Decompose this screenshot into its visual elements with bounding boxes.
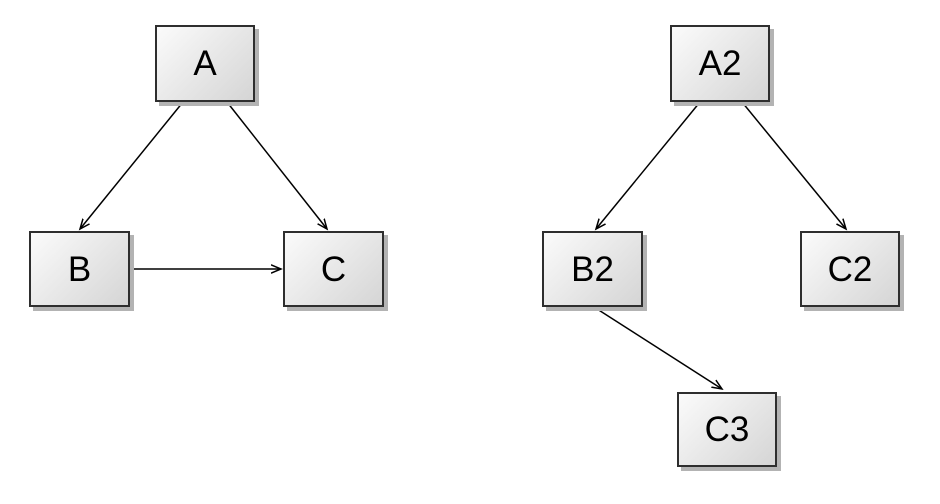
edge-A-C[interactable] <box>226 101 327 229</box>
edge-A2-B2[interactable] <box>596 101 701 229</box>
edge-B2-C3[interactable] <box>593 306 722 389</box>
node-label-B2: B2 <box>571 249 614 289</box>
node-label-A2: A2 <box>698 44 742 83</box>
node-label-C2: C2 <box>827 249 873 289</box>
node-B2[interactable]: B2 <box>542 231 643 307</box>
node-B[interactable]: B <box>29 231 130 307</box>
edge-A2-C2[interactable] <box>741 101 846 229</box>
node-C3[interactable]: C3 <box>677 392 777 467</box>
node-C2[interactable]: C2 <box>800 231 900 307</box>
node-A2[interactable]: A2 <box>670 25 770 102</box>
node-label-A: A <box>193 44 217 83</box>
node-C[interactable]: C <box>283 231 384 307</box>
edge-A-B[interactable] <box>80 101 184 229</box>
node-label-C3: C3 <box>704 410 750 449</box>
node-A[interactable]: A <box>155 25 255 102</box>
node-label-C: C <box>320 249 347 289</box>
node-label-B: B <box>67 249 92 289</box>
